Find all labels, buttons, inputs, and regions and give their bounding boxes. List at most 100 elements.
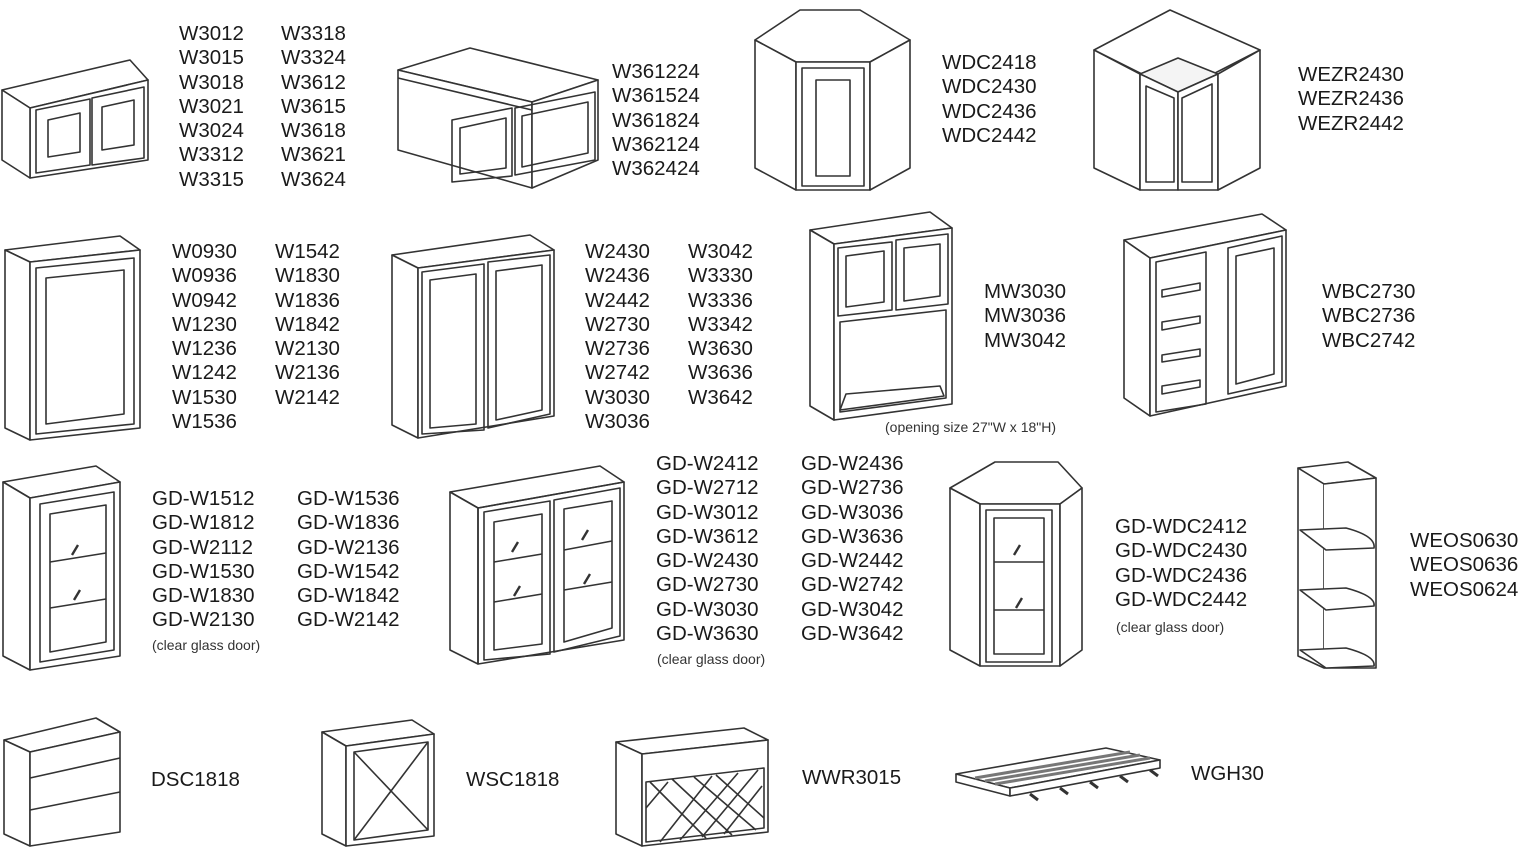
model-number: W2742 <box>585 361 650 385</box>
glass-door-diagonal-corner-cabinet-icon <box>949 461 1083 667</box>
wine-x-storage-cabinet-icon <box>321 719 435 847</box>
model-number: W1542 <box>275 240 340 263</box>
model-number: GD-W3612 <box>656 524 759 548</box>
glass-double-note: (clear glass door) <box>657 651 766 667</box>
model-number: W3624 <box>281 167 346 191</box>
model-number: WDC2442 <box>942 123 1037 147</box>
model-number: W3312 <box>179 143 244 167</box>
model-number: W3024 <box>179 119 244 143</box>
model-number: GD-W1830 <box>152 584 255 608</box>
model-number: W2136 <box>275 361 340 385</box>
model-number: GD-WDC2430 <box>1115 539 1248 563</box>
model-number: W3324 <box>281 46 346 70</box>
glass-door-single-wall-cabinet-icon <box>2 465 121 671</box>
model-number: W1230 <box>172 312 237 336</box>
model-number: WBC2730 <box>1322 280 1416 303</box>
model-number: W3642 <box>688 385 753 409</box>
model-number: GD-W1542 <box>297 559 400 583</box>
model-number: GD-WDC2442 <box>1115 587 1248 611</box>
drawer-stack-cabinet-icon <box>3 717 121 847</box>
model-number: GD-W2742 <box>801 573 904 597</box>
model-number: W3015 <box>179 46 244 70</box>
model-number: WEOS0630 <box>1410 529 1519 552</box>
model-number: W361224 <box>612 60 700 83</box>
wine-rack-cabinet-icon <box>615 727 769 847</box>
wine-rack-label: WWR3015 <box>802 766 902 789</box>
model-number: GD-W1812 <box>152 511 255 535</box>
model-number: W3618 <box>281 119 346 143</box>
model-number: W3612 <box>281 70 346 94</box>
model-number: WBC2742 <box>1322 328 1416 352</box>
model-number: W3318 <box>281 22 346 45</box>
model-number: W3615 <box>281 94 346 118</box>
model-number: WEZR2442 <box>1298 111 1404 135</box>
model-number: GD-W1530 <box>152 559 255 583</box>
model-number: GD-W1536 <box>297 487 400 510</box>
model-number: W3330 <box>688 264 753 288</box>
model-number: W1242 <box>172 361 237 385</box>
model-number: W3042 <box>688 240 753 263</box>
wall-end-open-shelf-icon <box>1297 461 1377 669</box>
double-door-wall-cabinet-icon <box>1 59 149 179</box>
model-number: W1836 <box>275 288 340 312</box>
model-number: W3030 <box>585 385 650 409</box>
glass-door-double-wall-cabinet-icon <box>449 465 625 665</box>
model-number: WDC2436 <box>942 99 1037 123</box>
model-number: WDC2430 <box>942 75 1037 99</box>
model-number: WEOS0624 <box>1410 577 1519 601</box>
model-number: GD-W3036 <box>801 500 904 524</box>
model-number: W2130 <box>275 337 340 361</box>
glass-single-note: (clear glass door) <box>152 637 261 653</box>
model-number: W2730 <box>585 312 650 336</box>
model-number: W2436 <box>585 264 650 288</box>
model-number: W3342 <box>688 312 753 336</box>
model-number: GD-W2112 <box>152 535 254 559</box>
model-number: GD-W3642 <box>801 622 904 646</box>
model-number: GD-W2142 <box>297 608 400 632</box>
model-number: GD-W3012 <box>656 500 759 524</box>
model-number: GD-W2436 <box>801 452 904 475</box>
model-number: MW3036 <box>984 304 1067 328</box>
model-number: W2442 <box>585 288 650 312</box>
drawer-stack-label: DSC1818 <box>151 768 240 791</box>
model-number: W0936 <box>172 264 237 288</box>
model-number: W3621 <box>281 143 346 167</box>
easy-reach-corner-cabinet-icon <box>1093 9 1261 191</box>
model-number: GD-W2430 <box>656 549 759 573</box>
model-number: WEOS0636 <box>1410 553 1519 577</box>
model-number: MW3030 <box>984 280 1067 303</box>
model-number: W3630 <box>688 337 753 361</box>
model-number: W3018 <box>179 70 244 94</box>
tall-double-door-wall-cabinet-icon <box>391 234 555 439</box>
model-number: W3021 <box>179 94 244 118</box>
microwave-wall-cabinet-icon <box>809 211 953 421</box>
model-number: W361524 <box>612 84 700 108</box>
model-number: GD-WDC2436 <box>1115 563 1248 587</box>
model-number: GD-W2712 <box>656 476 759 500</box>
wine-glass-holder-icon <box>955 747 1161 802</box>
model-number: W1530 <box>172 385 237 409</box>
glass-diagonal-note: (clear glass door) <box>1116 619 1225 635</box>
model-number: GD-W1512 <box>152 487 255 510</box>
microwave-opening-note: (opening size 27"W x 18"H) <box>885 419 1057 435</box>
single-door-wall-cabinet-icon <box>4 235 141 441</box>
model-number: GD-W2736 <box>801 476 904 500</box>
model-number: WBC2736 <box>1322 304 1416 328</box>
model-number: GD-W2442 <box>801 549 904 573</box>
model-number: W0942 <box>172 288 237 312</box>
model-number: GD-W2136 <box>297 535 400 559</box>
model-number: GD-W3630 <box>656 622 759 646</box>
model-number: W0930 <box>172 240 237 263</box>
model-number: GD-W3042 <box>801 597 904 621</box>
